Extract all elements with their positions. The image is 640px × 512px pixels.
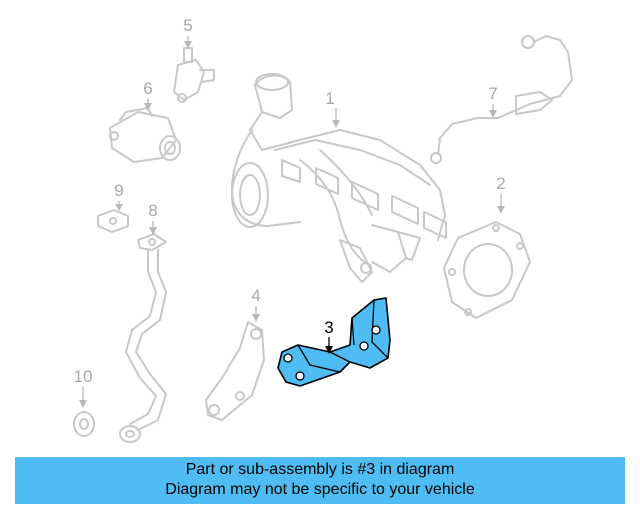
- svg-text:5: 5: [183, 16, 192, 35]
- callout-7: 7: [488, 84, 498, 118]
- callout-5: 5: [183, 16, 193, 49]
- parts-diagram: 1 2 3 4 5 6 7 8 9 10: [73, 16, 573, 443]
- callout-3: 3: [324, 318, 334, 354]
- callout-9: 9: [114, 181, 124, 211]
- svg-text:10: 10: [74, 367, 93, 386]
- banner-line-part-number: Part or sub-assembly is #3 in diagram: [185, 461, 455, 478]
- info-banner: Part or sub-assembly is #3 in diagram Di…: [15, 457, 625, 504]
- part-8-oil-line: [119, 233, 167, 443]
- part-10-gasket: [73, 411, 95, 437]
- svg-text:1: 1: [325, 89, 334, 108]
- part-2-gasket: [443, 221, 531, 319]
- svg-text:7: 7: [488, 84, 497, 103]
- part-9-small-gasket: [97, 209, 129, 233]
- svg-text:8: 8: [148, 201, 157, 220]
- callout-1: 1: [325, 89, 340, 128]
- part-7-sensor-wire: [430, 35, 573, 164]
- callout-8: 8: [148, 201, 158, 235]
- svg-text:4: 4: [251, 286, 260, 305]
- part-1-turbocharger-manifold: [231, 73, 447, 283]
- callout-2: 2: [496, 174, 506, 214]
- svg-text:6: 6: [143, 79, 152, 98]
- banner-line-disclaimer: Diagram may not be specific to your vehi…: [165, 481, 475, 498]
- svg-text:9: 9: [114, 181, 123, 200]
- svg-text:3: 3: [324, 318, 333, 337]
- callout-4: 4: [251, 286, 261, 322]
- part-3-bracket-highlighted: [277, 297, 391, 387]
- part-6-valve: [109, 107, 181, 163]
- callout-10: 10: [74, 367, 93, 408]
- part-4-support: [205, 321, 265, 421]
- svg-text:2: 2: [496, 174, 505, 193]
- callout-6: 6: [143, 79, 153, 111]
- part-5-sensor: [173, 47, 215, 103]
